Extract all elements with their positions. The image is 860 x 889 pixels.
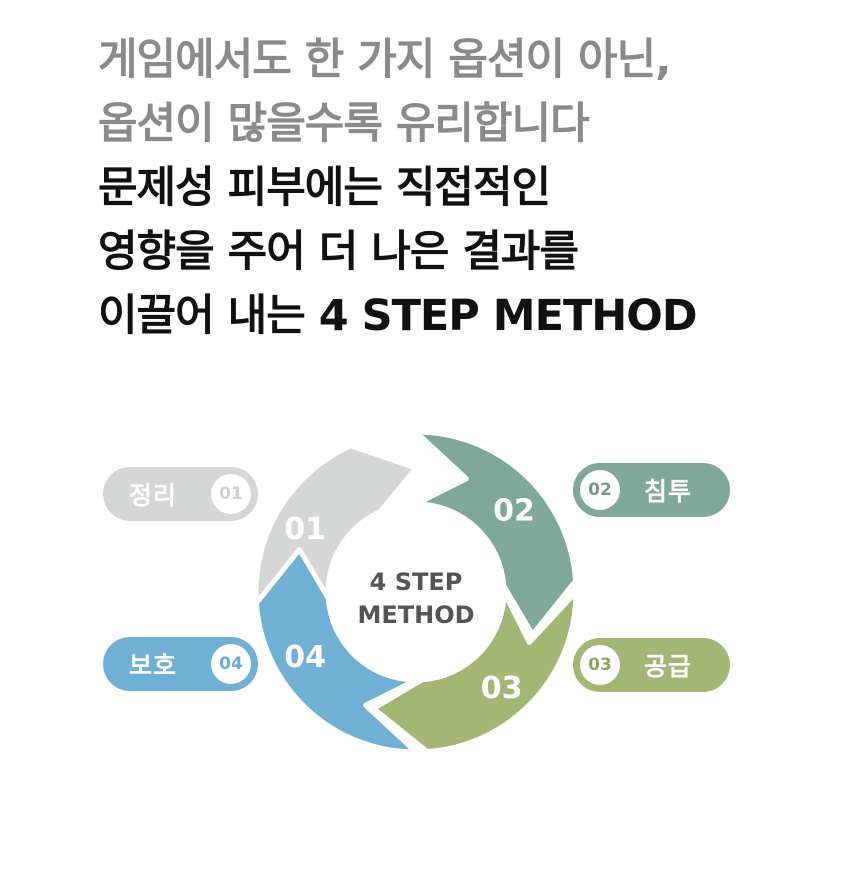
step-03-pill: 03 공급 [573,638,730,692]
cycle-segment-numbers: 01 02 03 04 [284,494,535,706]
headline-line-2: 옵션이 많을수록 유리합니다 [98,99,590,149]
cycle-segment-number-01: 01 [284,512,326,547]
step-03-badge: 03 [580,645,620,685]
cycle-segment-number-02: 02 [493,494,535,529]
step-04-badge: 04 [211,644,251,684]
cycle-segment-01 [253,443,419,650]
step-02-label: 침투 [644,477,693,506]
center-title-line-1: 4 STEP [370,568,463,596]
headline-line-1: 게임에서도 한 가지 옵션이 아닌, [98,35,671,85]
cycle-segment-03 [371,589,579,755]
headline-line-4: 영향을 주어 더 나은 결과를 [98,227,579,277]
center-title-line-2: METHOD [357,601,474,629]
step-01-badge: 01 [211,474,251,514]
step-04-pill: 보호 04 [103,637,258,691]
step-03-label: 공급 [644,652,693,681]
cycle-segment-number-04: 04 [284,640,326,675]
headline: 게임에서도 한 가지 옵션이 아닌, 옵션이 많을수록 유리합니다 문제성 피부… [98,28,698,348]
cycle-segment-04 [253,547,419,755]
step-01-pill: 정리 01 [103,467,258,521]
step-04-label: 보호 [129,651,178,680]
step-02-pill: 02 침투 [573,463,730,517]
headline-line-5: 이끌어 내는 4 STEP METHOD [98,291,698,341]
step-02-badge: 02 [580,470,620,510]
headline-line-3: 문제성 피부에는 직접적인 [98,163,551,213]
cycle-segment-02 [413,429,579,637]
cycle-segments [253,429,579,755]
step-01-label: 정리 [129,481,178,510]
cycle-segment-number-03: 03 [481,671,523,706]
